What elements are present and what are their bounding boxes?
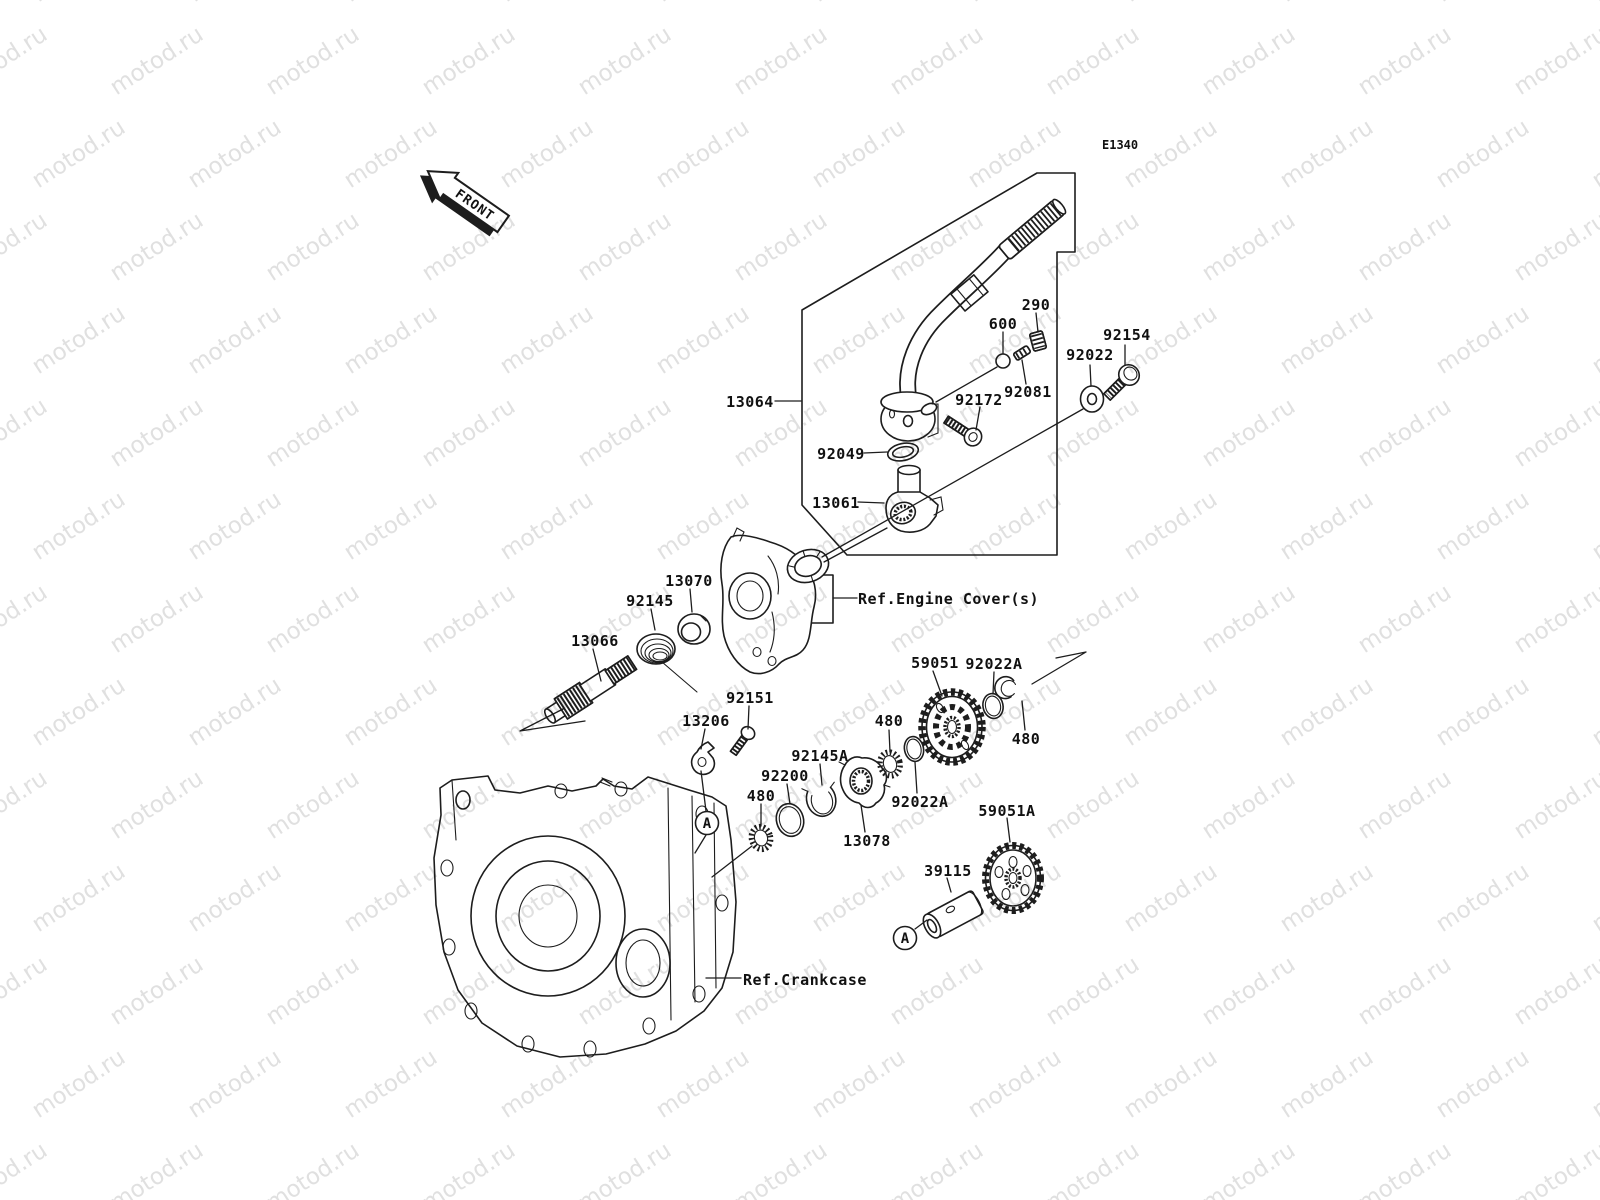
label-ref-crankcase: Ref.Crankcase	[743, 971, 867, 989]
label-13066: 13066	[571, 632, 619, 650]
label-92172: 92172	[955, 391, 1003, 409]
label-92200: 92200	[761, 767, 809, 785]
label-480-right: 480	[1012, 730, 1041, 748]
kick-lever-assembly-box	[801, 172, 1076, 556]
kick-bushing-13070	[677, 613, 711, 645]
oil-seal-92049	[886, 442, 920, 462]
assembly-marker-a-left: A	[694, 810, 720, 836]
label-92022A-mid: 92022A	[891, 793, 948, 811]
label-92022: 92022	[1066, 346, 1114, 364]
kick-idle-gear-59051A	[982, 842, 1044, 914]
washer-92200	[775, 802, 805, 838]
idle-gear-shaft-39115	[922, 890, 984, 939]
label-92145: 92145	[626, 592, 674, 610]
kick-shaft-holder-13061	[885, 464, 944, 533]
label-480-left: 480	[747, 787, 776, 805]
assembly-marker-a-right: A	[892, 925, 918, 951]
lever-boss	[880, 391, 939, 442]
marker-a-letter: A	[901, 931, 910, 947]
kick-pedal-lever-13064	[880, 198, 1067, 442]
label-290: 290	[1022, 296, 1051, 314]
label-13078: 13078	[843, 832, 891, 850]
assembly-direction-arrow	[1031, 651, 1087, 685]
label-13206: 13206	[682, 712, 730, 730]
label-480-mid: 480	[875, 712, 904, 730]
label-92151: 92151	[726, 689, 774, 707]
label-13070: 13070	[665, 572, 713, 590]
ring-480-left	[748, 823, 774, 853]
pin-92081	[1013, 345, 1031, 361]
label-600: 600	[989, 315, 1018, 333]
kick-ratchet-gear-59051	[918, 688, 986, 766]
engine-cover-bracket	[720, 527, 817, 675]
label-59051A: 59051A	[978, 802, 1035, 820]
clamp-13206	[690, 741, 716, 776]
front-direction-marker: FRONT	[419, 170, 511, 237]
snap-ring-480-right	[994, 675, 1017, 700]
crankcase-drawing	[433, 775, 737, 1058]
bolt-92172	[943, 415, 983, 447]
label-92154: 92154	[1103, 326, 1151, 344]
circlip-92022A-mid	[903, 735, 925, 763]
part-labels: E1340 13064 290 600 92081 92172 92022 92…	[571, 138, 1151, 989]
label-13061: 13061	[812, 494, 860, 512]
label-92022A-top: 92022A	[965, 655, 1022, 673]
label-13064: 13064	[726, 393, 774, 411]
pedal-joint	[950, 274, 989, 312]
ball-600	[995, 353, 1011, 369]
label-92081: 92081	[1004, 383, 1052, 401]
bolt-92151	[729, 725, 756, 757]
pedal-knurled-grip	[998, 198, 1067, 260]
label-drawing-code: E1340	[1102, 138, 1138, 152]
marker-a-letter: A	[703, 816, 712, 832]
snap-ring-92145A	[801, 781, 837, 818]
circlip-92022A-top	[982, 692, 1004, 720]
label-92049: 92049	[817, 445, 865, 463]
ratchet-hub-13078	[838, 756, 891, 809]
shaft-direction-arrow	[519, 708, 586, 732]
kick-shaft-13066	[543, 655, 638, 724]
kick-spring-92145	[636, 633, 698, 693]
label-59051: 59051	[911, 654, 959, 672]
washer-92022	[1079, 385, 1105, 413]
label-39115: 39115	[924, 862, 972, 880]
ring-480-mid	[877, 749, 903, 779]
label-ref-engine-cover: Ref.Engine Cover(s)	[858, 590, 1039, 608]
leader-lines	[592, 312, 1126, 979]
label-92145A: 92145A	[791, 747, 848, 765]
bolt-92154	[1103, 363, 1141, 401]
spring-290	[1029, 330, 1047, 352]
